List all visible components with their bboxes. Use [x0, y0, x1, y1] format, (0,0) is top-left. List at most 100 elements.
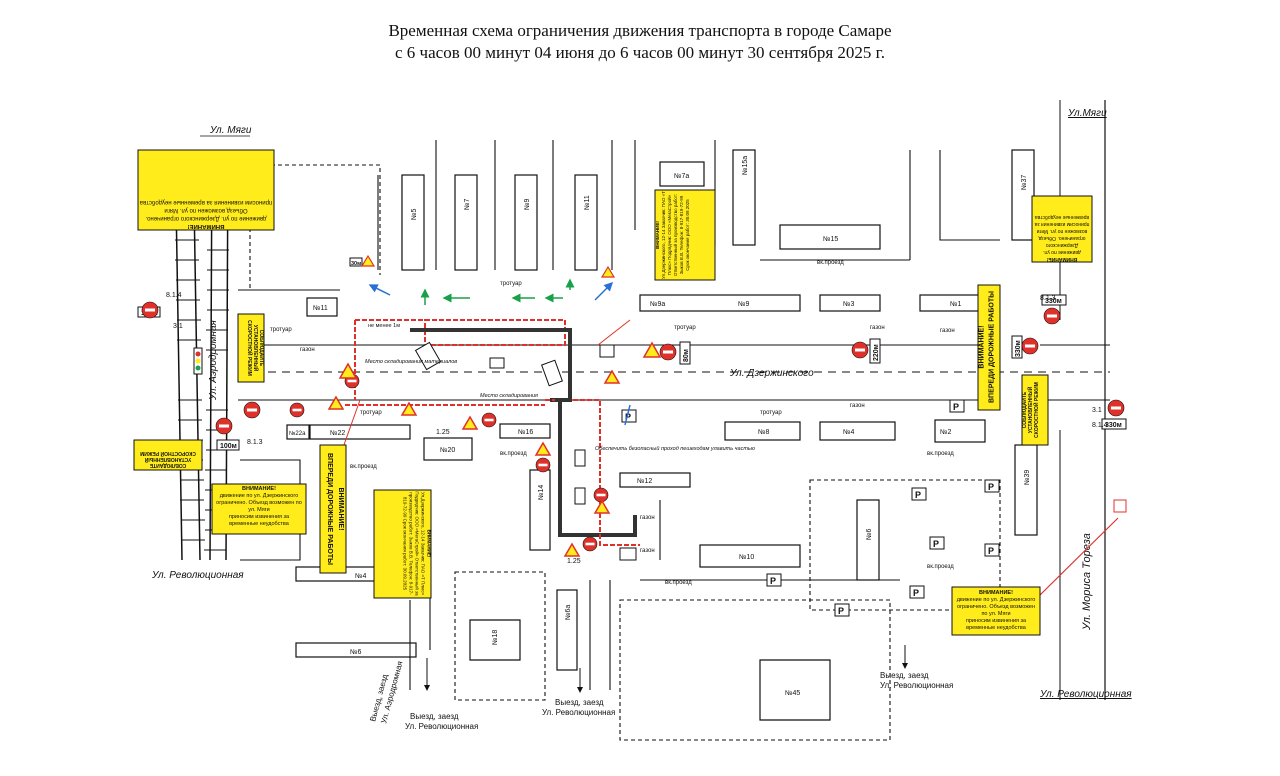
- svg-text:вк.проезд: вк.проезд: [927, 451, 954, 457]
- exit-label-2a: Выезд, заезд: [410, 712, 459, 721]
- svg-text:P: P: [838, 606, 844, 616]
- svg-text:тротуар: тротуар: [360, 410, 382, 416]
- notice-contractor-top: [654, 189, 716, 281]
- svg-text:№22: №22: [330, 430, 345, 437]
- svg-text:№9а: №9а: [650, 301, 665, 308]
- svg-text:№4: №4: [843, 429, 855, 436]
- svg-text:тротуар: тротуар: [500, 281, 522, 287]
- svg-text:газон: газон: [640, 548, 655, 554]
- svg-text:№20: №20: [440, 447, 455, 454]
- svg-text:№39: №39: [1024, 470, 1031, 485]
- svg-text:№16: №16: [518, 429, 533, 436]
- svg-text:P: P: [770, 576, 776, 586]
- notice-detour-top-right-text: ВНИМАНИЕ! движение по ул. Дзержинского о…: [1034, 214, 1090, 262]
- notice-speed-left2-text: СОБЛЮДАЙТЕ УСТАНОВЛЕННЫЙ СКОРОСТНОЙ РЕЖИ…: [140, 450, 196, 468]
- svg-text:№6а: №6а: [565, 605, 572, 620]
- svg-text:№9: №9: [524, 198, 531, 210]
- svg-text:не менее 1м: не менее 1м: [368, 323, 400, 329]
- notice-detour-right-text: ВНИМАНИЕ! движение по ул. Дзержинского о…: [956, 590, 1036, 631]
- roadworks-signs: [327, 254, 662, 557]
- svg-text:Обеспечить безопасный проход п: Обеспечить безопасный проход пешеходам у…: [595, 445, 755, 452]
- map-title-line1: Временная схема ограничения движения тра…: [388, 21, 892, 40]
- svg-text:P: P: [625, 412, 631, 422]
- svg-text:тротуар: тротуар: [760, 410, 782, 416]
- svg-text:P: P: [988, 482, 994, 492]
- notice-detour-left-text: ВНИМАНИЕ! движение по ул. Дзержинского о…: [216, 486, 302, 527]
- notice-detour-left: [211, 483, 307, 535]
- street-label-dzerzhinskogo: Ул. Дзержинского: [729, 368, 814, 379]
- svg-text:P: P: [988, 546, 994, 556]
- street-label-myagi-right: Ул.Мяги: [1067, 108, 1107, 119]
- svg-text:№6: №6: [866, 528, 873, 540]
- svg-text:220м: 220м: [873, 344, 880, 361]
- notice-roadworks-left: [319, 444, 347, 574]
- south-buildings: №22а №22 №20 №16 №8 №4 №2 №39 №14 №12 №1…: [240, 419, 1038, 741]
- svg-text:1.25: 1.25: [436, 429, 450, 436]
- svg-text:газон: газон: [940, 328, 955, 334]
- notice-roadworks-right-text: ВНИМАНИЕ! ВПЕРЕДИ ДОРОЖНЫЕ РАБОТЫ: [978, 291, 996, 403]
- svg-text:№15: №15: [823, 236, 838, 243]
- notice-speed-right-text: СОБЛЮДАЙТЕ УСТАНОВЛЕННЫЙ СКОРОСТНОЙ РЕЖИ…: [1022, 382, 1040, 438]
- svg-text:№2: №2: [940, 429, 952, 436]
- svg-text:№12: №12: [637, 478, 652, 485]
- svg-text:газон: газон: [300, 347, 315, 353]
- svg-text:№10: №10: [739, 554, 754, 561]
- svg-text:№11: №11: [313, 305, 328, 312]
- svg-text:3.1: 3.1: [1092, 407, 1102, 414]
- svg-text:вк.проезд: вк.проезд: [500, 451, 527, 457]
- svg-text:№22а: №22а: [289, 430, 306, 437]
- map-title-line2: с 6 часов 00 минут 04 июня до 6 часов 00…: [395, 43, 885, 62]
- svg-text:№4: №4: [355, 573, 367, 580]
- notice-contractor-left: [373, 489, 432, 599]
- street-label-revolyutsionnaya-left: Ул. Революционная: [151, 570, 244, 581]
- exit-label-2b: Ул. Революционная: [405, 722, 478, 731]
- svg-text:8.1.3: 8.1.3: [1040, 295, 1056, 302]
- north-buildings: №11 №9а №9 №3 №1: [238, 164, 991, 317]
- svg-text:№18: №18: [492, 630, 499, 645]
- svg-text:P: P: [933, 539, 939, 549]
- svg-text:P: P: [953, 402, 959, 412]
- svg-text:№9: №9: [738, 301, 750, 308]
- no-entry-signs: [141, 301, 1125, 552]
- notice-detour-top-right: [1031, 195, 1093, 263]
- svg-text:тротуар: тротуар: [270, 327, 292, 333]
- detour-arrows: [334, 278, 1119, 693]
- svg-text:№37: №37: [1021, 175, 1028, 190]
- svg-text:8.1.3: 8.1.3: [247, 439, 263, 446]
- svg-text:P: P: [913, 588, 919, 598]
- svg-text:№7: №7: [464, 198, 471, 210]
- notice-roadworks-right: [977, 284, 1001, 411]
- svg-text:P: P: [915, 490, 921, 500]
- svg-text:вк.проезд: вк.проезд: [665, 580, 692, 586]
- street-label-aerodromnaya: Ул. Аэродромная: [208, 319, 219, 401]
- notice-speed-right: [1021, 374, 1049, 446]
- street-label-moris-toreza: Ул. Мориса Тореза: [1081, 533, 1093, 631]
- notice-speed-left-text: СОБЛЮДАЙТЕ УСТАНОВЛЕННЫЙ СКОРОСТНОЙ РЕЖИ…: [246, 320, 264, 376]
- svg-text:30м: 30м: [351, 261, 361, 267]
- svg-text:330м: 330м: [1045, 298, 1062, 305]
- notice-speed-left: [133, 313, 265, 471]
- work-zone: [345, 319, 640, 561]
- svg-text:80м: 80м: [683, 349, 690, 362]
- svg-text:№7а: №7а: [674, 173, 689, 180]
- svg-text:1.25: 1.25: [567, 558, 581, 565]
- svg-text:вк.проезд: вк.проезд: [927, 564, 954, 570]
- svg-text:вк.проезд: вк.проезд: [817, 260, 844, 266]
- svg-text:100м: 100м: [220, 443, 237, 450]
- svg-text:№8: №8: [758, 429, 770, 436]
- svg-text:газон: газон: [850, 403, 865, 409]
- svg-text:№15а: №15а: [742, 156, 749, 175]
- svg-text:8.1.4: 8.1.4: [166, 292, 182, 299]
- svg-text:№45: №45: [785, 690, 800, 697]
- svg-text:330м: 330м: [1105, 422, 1122, 429]
- notice-detour-right: [951, 586, 1041, 636]
- svg-text:газон: газон: [640, 515, 655, 521]
- sign-codes: 3.1 8.1.4 8.1.3 3.1 8.1.4 8.1.3 1.25 1.2…: [166, 292, 1108, 565]
- notice-detour-top-left: [137, 149, 275, 231]
- svg-text:330м: 330м: [1015, 340, 1022, 357]
- notice-contractor-left-text: ВНИМАНИЕ! Ул.Дзержинского, 12-14 Заказчи…: [402, 491, 432, 596]
- svg-text:№5: №5: [411, 208, 418, 220]
- street-label-myagi-left: Ул. Мяги: [209, 125, 252, 136]
- svg-text:№1: №1: [950, 301, 962, 308]
- notice-contractor-top-text: ВНИМАНИЕ! Ул.Дзержинского, 12-14 Заказчи…: [655, 191, 690, 279]
